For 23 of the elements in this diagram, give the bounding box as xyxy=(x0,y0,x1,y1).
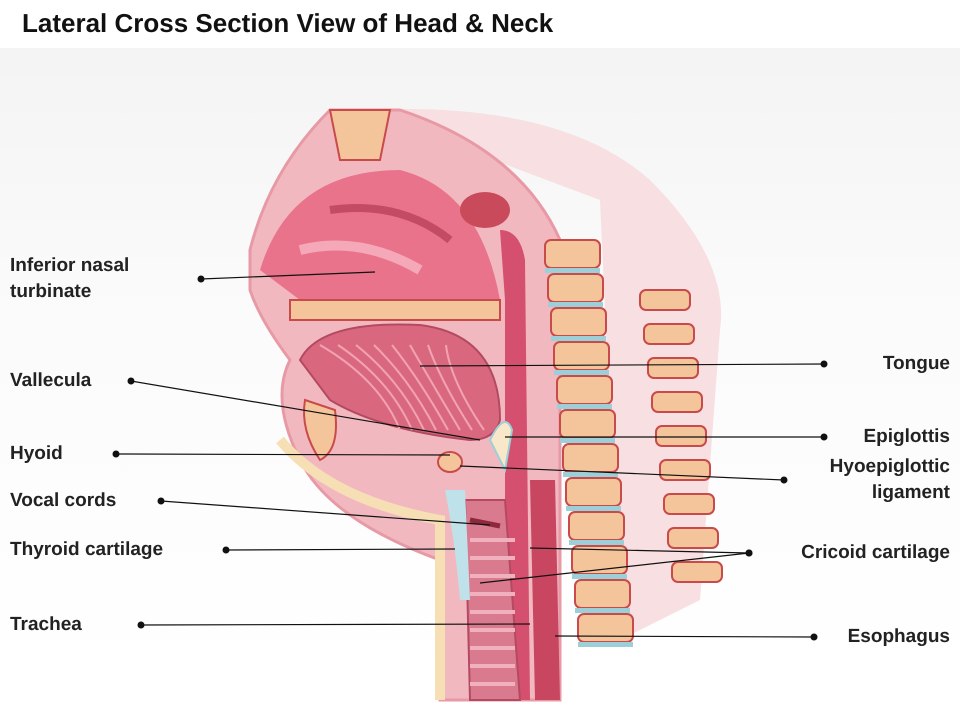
leader-line xyxy=(158,498,490,526)
part-label: Hyoid xyxy=(10,441,110,467)
leader-line xyxy=(112,450,450,458)
part-label: Tongue xyxy=(830,351,950,377)
leader-line xyxy=(198,271,376,282)
leader-line xyxy=(555,634,818,640)
leader-line xyxy=(460,465,788,484)
part-label: Trachea xyxy=(10,612,135,638)
part-label: Epiglottis xyxy=(830,424,950,450)
leader-line xyxy=(222,546,455,554)
part-label: Hyoepiglottic ligament xyxy=(790,454,950,506)
part-label: Esophagus xyxy=(820,624,950,650)
leader-line xyxy=(505,434,828,440)
title: Lateral Cross Section View of Head & Neck xyxy=(22,8,554,39)
part-label: Vallecula xyxy=(10,368,125,394)
leader-line xyxy=(480,550,752,584)
leader-line xyxy=(128,378,480,441)
leader-line xyxy=(138,622,530,628)
part-label: Vocal cords xyxy=(10,488,155,514)
part-label: Inferior nasal turbinate xyxy=(10,253,195,305)
part-label: Thyroid cartilage xyxy=(10,537,220,563)
leader-line xyxy=(420,360,828,368)
part-label: Cricoid cartilage xyxy=(755,540,950,566)
